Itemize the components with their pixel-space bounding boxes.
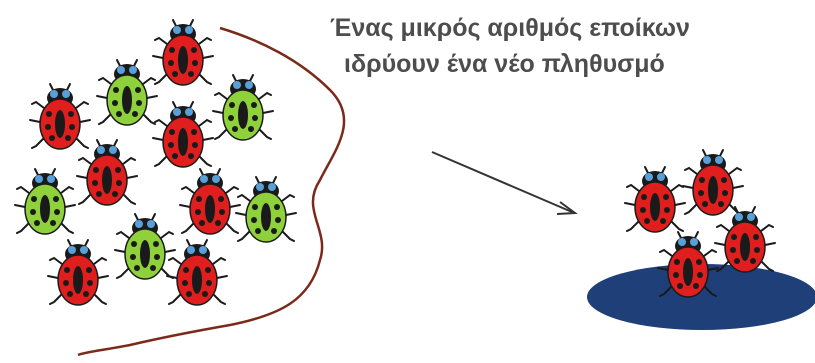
population-boundary — [77, 26, 346, 357]
ladybug-red-icon — [179, 168, 241, 235]
ladybug-red-icon — [152, 101, 214, 168]
caption-line-2: ιδρύουν ένα νέο πληθυσμό — [344, 50, 665, 78]
ladybug-green-icon — [96, 59, 158, 126]
ladybug-red-icon — [166, 239, 228, 306]
caption-line-1: Ένας μικρός αριθμός εποίκων — [330, 14, 690, 42]
ladybug-green-icon — [212, 74, 274, 141]
arrow-icon — [431, 151, 578, 215]
ladybug-red-icon — [624, 166, 686, 233]
new-habitat — [587, 264, 815, 330]
ladybug-red-icon — [682, 149, 744, 216]
ladybug-red-icon — [47, 239, 109, 306]
ladybug-green-icon — [114, 213, 176, 280]
ladybug-red-icon — [714, 206, 776, 273]
ladybug-red-icon — [76, 139, 138, 206]
source-population — [14, 19, 297, 306]
caption: Ένας μικρός αριθμός εποίκων ιδρύουν ένα … — [300, 10, 815, 82]
ladybug-red-icon — [152, 19, 214, 86]
ladybug-green-icon — [235, 176, 297, 243]
ladybug-green-icon — [14, 168, 76, 235]
ladybug-red-icon — [29, 83, 91, 150]
